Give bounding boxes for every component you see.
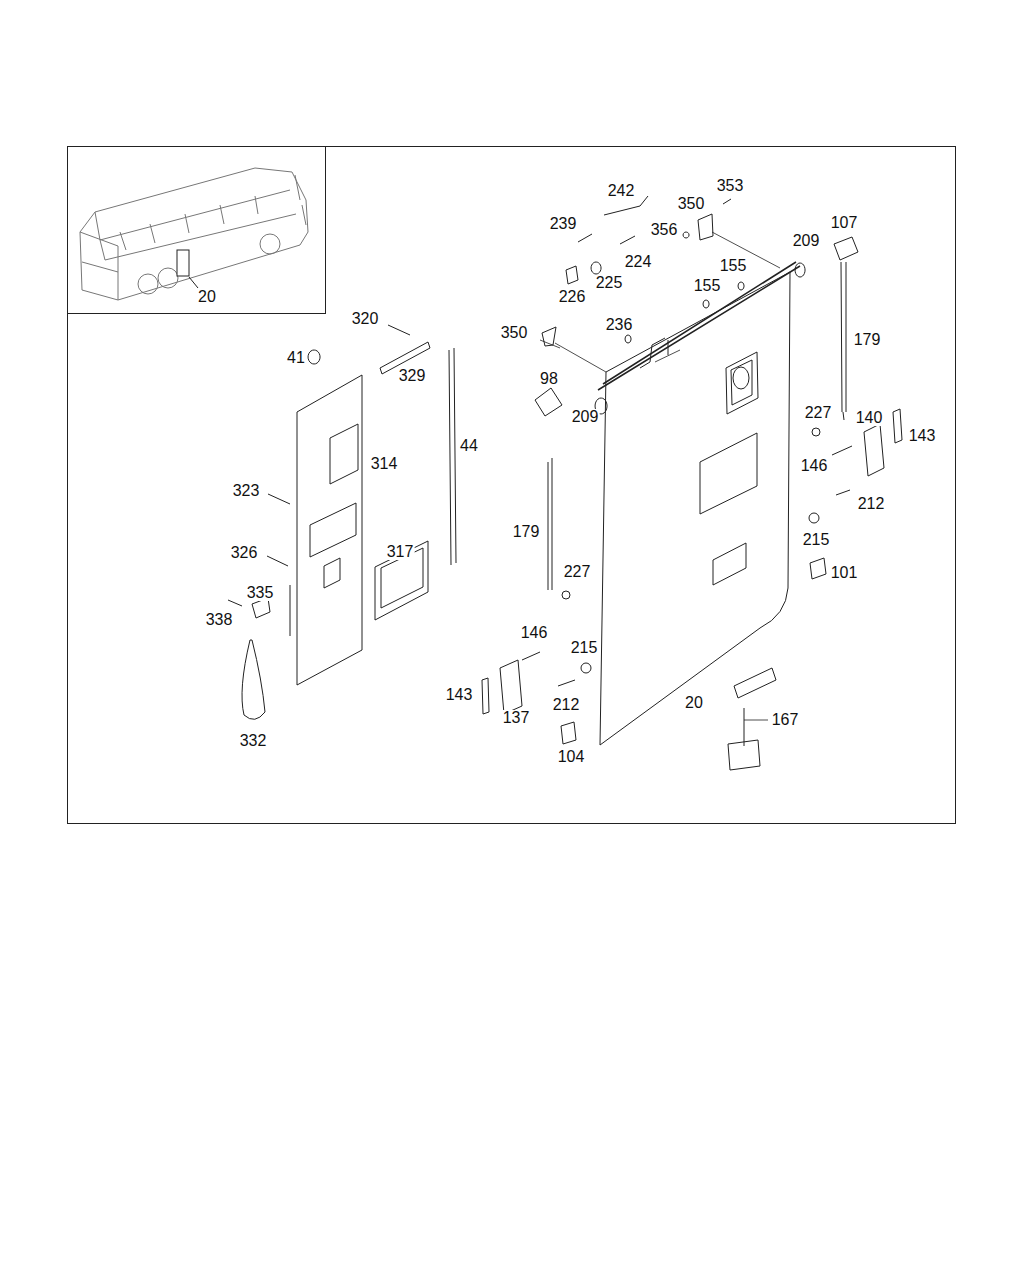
struts-and-hinges (482, 196, 902, 770)
callout-number: 107 (830, 215, 859, 231)
door-panel (598, 262, 800, 745)
callout-number: 146 (520, 625, 549, 641)
callout-number: 101 (830, 565, 859, 581)
inner-panel (228, 325, 456, 719)
callout-number: 236 (605, 317, 634, 333)
callout-number: 227 (804, 405, 833, 421)
callout-number: 226 (558, 289, 587, 305)
callout-number: 329 (398, 368, 427, 384)
bus-sketch (80, 168, 308, 300)
callout-number: 353 (716, 178, 745, 194)
callout-number: 179 (512, 524, 541, 540)
callout-number: 350 (500, 325, 529, 341)
callout-number: 335 (246, 585, 275, 601)
callout-number: 20 (197, 289, 217, 305)
callout-number: 209 (792, 233, 821, 249)
callout-number: 317 (386, 544, 415, 560)
callout-number: 137 (502, 710, 531, 726)
callout-number: 44 (459, 438, 479, 454)
callout-number: 225 (595, 275, 624, 291)
callout-number: 320 (351, 311, 380, 327)
callout-number: 20 (684, 695, 704, 711)
callout-number: 98 (539, 371, 559, 387)
callout-number: 356 (650, 222, 679, 238)
door-position (177, 250, 189, 276)
callout-number: 167 (771, 712, 800, 728)
callout-number: 140 (855, 410, 884, 426)
callout-number: 350 (677, 196, 706, 212)
callout-number: 224 (624, 254, 653, 270)
callout-number: 227 (563, 564, 592, 580)
callout-number: 104 (557, 749, 586, 765)
callout-number: 323 (232, 483, 261, 499)
callout-number: 41 (286, 350, 306, 366)
callout-number: 179 (853, 332, 882, 348)
callout-number: 215 (570, 640, 599, 656)
callout-number: 143 (445, 687, 474, 703)
callout-number: 209 (571, 409, 600, 425)
outer-frame (68, 147, 956, 824)
callout-number: 326 (230, 545, 259, 561)
inset-frame (68, 147, 326, 314)
callout-number: 338 (205, 612, 234, 628)
callout-number: 239 (549, 216, 578, 232)
leader-line (189, 277, 198, 288)
callout-number: 155 (719, 258, 748, 274)
callout-number: 212 (552, 697, 581, 713)
callout-number: 242 (607, 183, 636, 199)
callout-number: 332 (239, 733, 268, 749)
callout-number: 314 (370, 456, 399, 472)
callout-number: 146 (800, 458, 829, 474)
callout-number: 215 (802, 532, 831, 548)
leader-lines (540, 232, 780, 720)
callout-number: 143 (908, 428, 937, 444)
callout-number: 155 (693, 278, 722, 294)
callout-number: 212 (857, 496, 886, 512)
